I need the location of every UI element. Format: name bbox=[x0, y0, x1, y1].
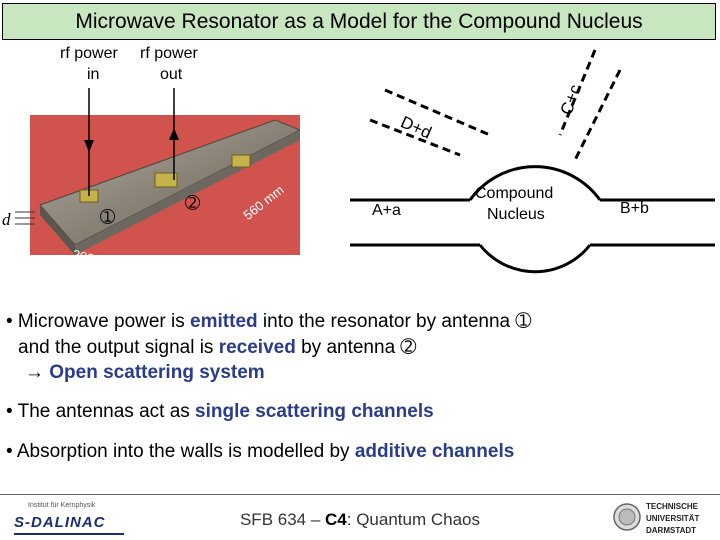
slide-title: Microwave Resonator as a Model for the C… bbox=[75, 10, 643, 33]
bullet-2: • The antennas act as single scattering … bbox=[6, 401, 434, 422]
bullet-1-line-3: → Open scattering system bbox=[25, 362, 265, 383]
title-bar: Microwave Resonator as a Model for the C… bbox=[2, 3, 716, 40]
bullet-3: • Absorption into the walls is modelled … bbox=[6, 441, 515, 462]
footer-divider bbox=[0, 494, 720, 495]
exit-channel-bb-label: B+b bbox=[620, 200, 649, 217]
compound-nucleus-label-1: Compound bbox=[475, 185, 554, 202]
channel-cc-left bbox=[558, 49, 597, 136]
antenna-1-label: ➀ bbox=[100, 207, 116, 227]
antenna-2-label: ➁ bbox=[185, 193, 201, 213]
resonator-photo bbox=[0, 110, 300, 285]
compound-nucleus-label-2: Nucleus bbox=[487, 206, 545, 223]
footer-text: SFB 634 – C4: Quantum Chaos bbox=[239, 510, 481, 529]
channel-dd-bottom bbox=[369, 118, 461, 157]
nucleus-upper-arc bbox=[468, 165, 602, 201]
sdalinac-logo: Institut für Kernphysik S-DALINAC bbox=[10, 502, 125, 536]
rf-out-label-1: rf power bbox=[140, 45, 198, 62]
university-seal-icon bbox=[613, 503, 641, 531]
nucleus-lower-arc bbox=[478, 244, 592, 274]
entrance-channel-label: A+a bbox=[372, 202, 401, 219]
channel-cc-right bbox=[573, 69, 622, 161]
bullet-1-line-2: and the output signal is received by ant… bbox=[18, 337, 417, 358]
rf-in-label-2: in bbox=[87, 66, 100, 83]
tu-darmstadt-logo: TECHNISCHE UNIVERSITÄT DARMSTADT bbox=[612, 498, 717, 538]
dim-d-label: d bbox=[2, 210, 11, 229]
channel-dd-top bbox=[384, 88, 491, 137]
rf-out-label-2: out bbox=[160, 66, 183, 83]
bullet-1-line-1: • Microwave power is emitted into the re… bbox=[6, 311, 532, 332]
arrow-icon: → bbox=[25, 362, 44, 383]
compound-nucleus-diagram bbox=[350, 49, 715, 274]
rf-in-label-1: rf power bbox=[60, 45, 118, 62]
